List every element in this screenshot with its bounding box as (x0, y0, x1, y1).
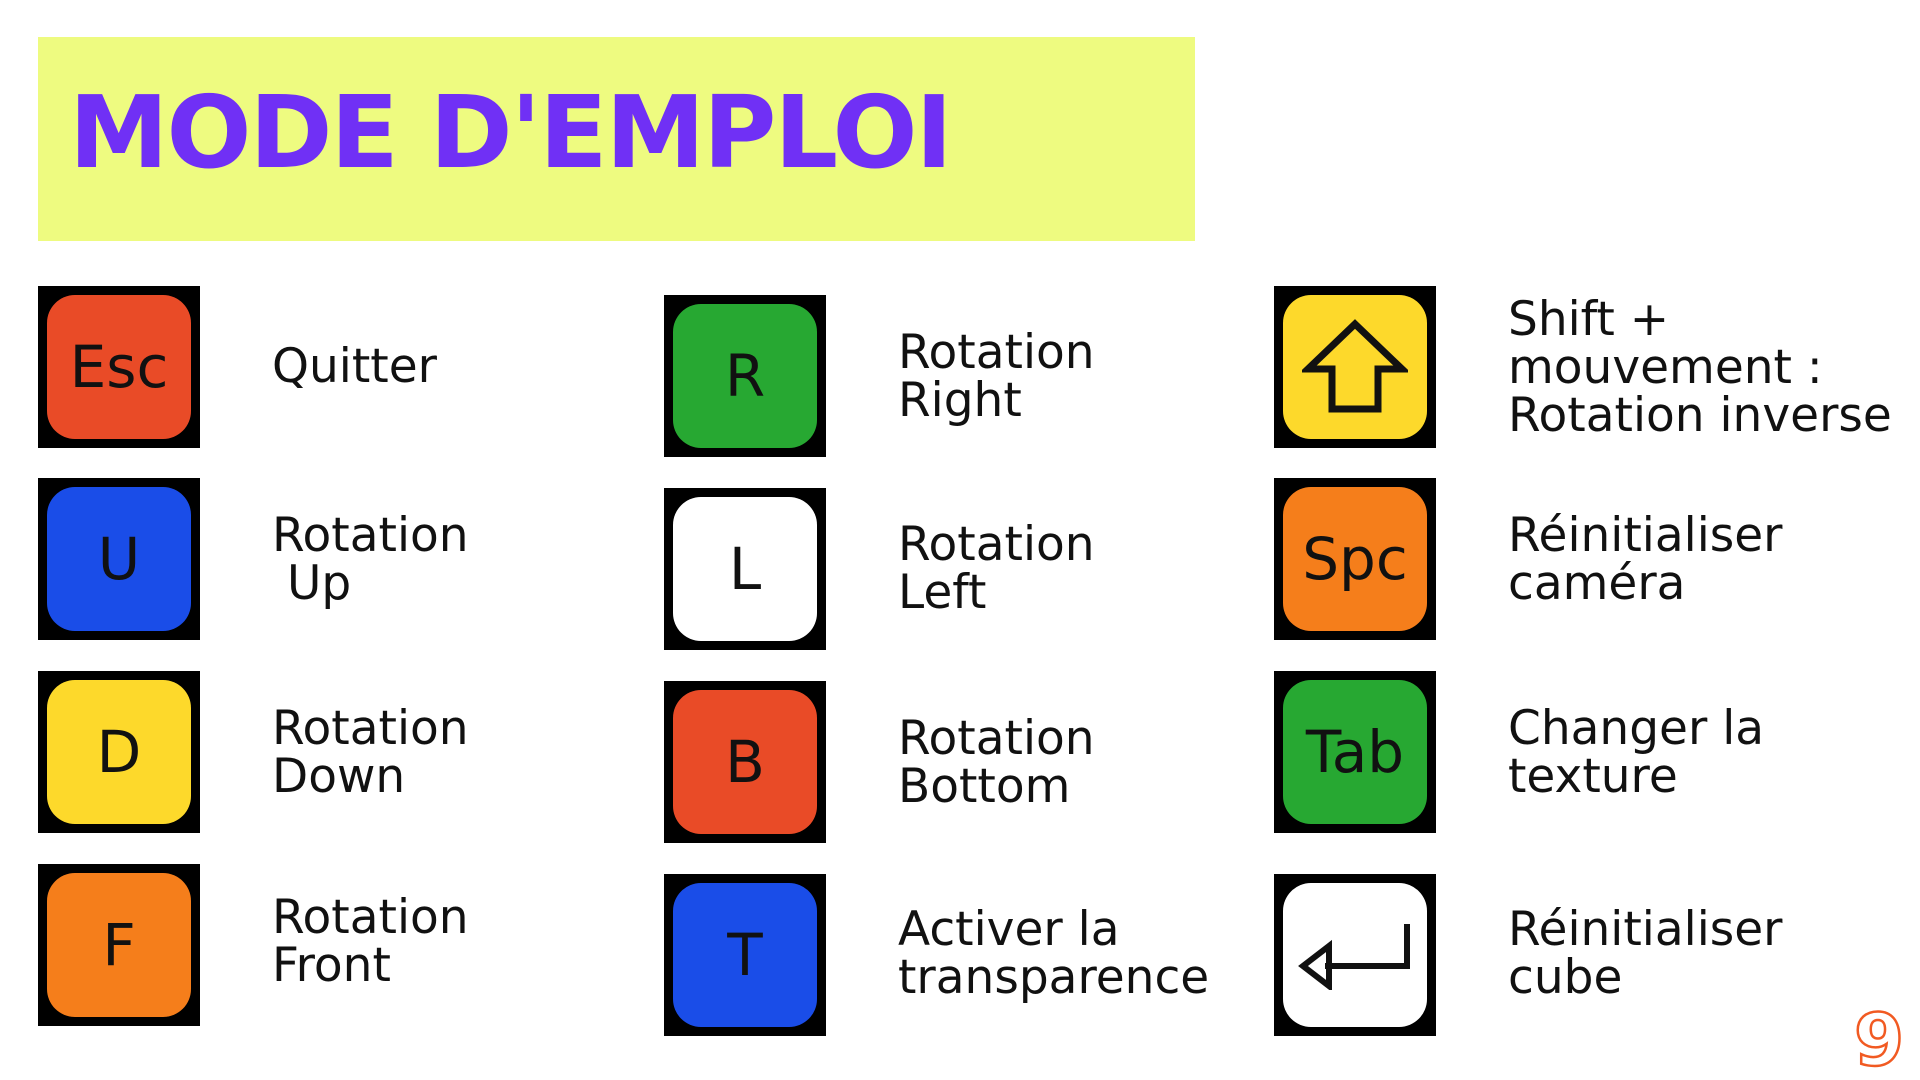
key-d: D (38, 671, 200, 833)
key-description-space: Réinitialiser caméra (1508, 508, 1783, 611)
page-number: 9 (1854, 1003, 1904, 1073)
key-description-esc: Quitter (272, 339, 437, 394)
key-r: R (664, 295, 826, 457)
key-cap-shift (1283, 295, 1427, 439)
key-l: L (664, 488, 826, 650)
key-description-r: Rotation Right (898, 325, 1095, 428)
key-cap-u: U (47, 487, 191, 631)
title-banner: MODE D'EMPLOI (38, 37, 1195, 241)
key-tab: Tab (1274, 671, 1436, 833)
key-shift (1274, 286, 1436, 448)
key-b: B (664, 681, 826, 843)
key-space: Spc (1274, 478, 1436, 640)
key-description-l: Rotation Left (898, 517, 1095, 620)
key-f: F (38, 864, 200, 1026)
key-cap-b: B (673, 690, 817, 834)
key-description-shift: Shift + mouvement : Rotation inverse (1508, 292, 1892, 443)
key-enter (1274, 874, 1436, 1036)
key-description-b: Rotation Bottom (898, 711, 1095, 814)
key-cap-enter (1283, 883, 1427, 1027)
page-title: MODE D'EMPLOI (69, 74, 953, 191)
key-description-u: Rotation Up (272, 508, 469, 611)
key-description-d: Rotation Down (272, 701, 469, 804)
key-cap-space: Spc (1283, 487, 1427, 631)
page-number-badge: 9 (1853, 1003, 1906, 1073)
key-cap-esc: Esc (47, 295, 191, 439)
enter-arrow-icon (1298, 924, 1410, 990)
key-t: T (664, 874, 826, 1036)
key-description-tab: Changer la texture (1508, 701, 1765, 804)
key-description-enter: Réinitialiser cube (1508, 902, 1783, 1005)
key-description-f: Rotation Front (272, 890, 469, 993)
key-cap-tab: Tab (1283, 680, 1427, 824)
key-cap-l: L (673, 497, 817, 641)
key-cap-t: T (673, 883, 817, 1027)
key-cap-r: R (673, 304, 817, 448)
key-esc: Esc (38, 286, 200, 448)
shift-arrow-icon (1302, 319, 1408, 413)
key-description-t: Activer la transparence (898, 902, 1210, 1005)
key-cap-d: D (47, 680, 191, 824)
key-cap-f: F (47, 873, 191, 1017)
key-u: U (38, 478, 200, 640)
